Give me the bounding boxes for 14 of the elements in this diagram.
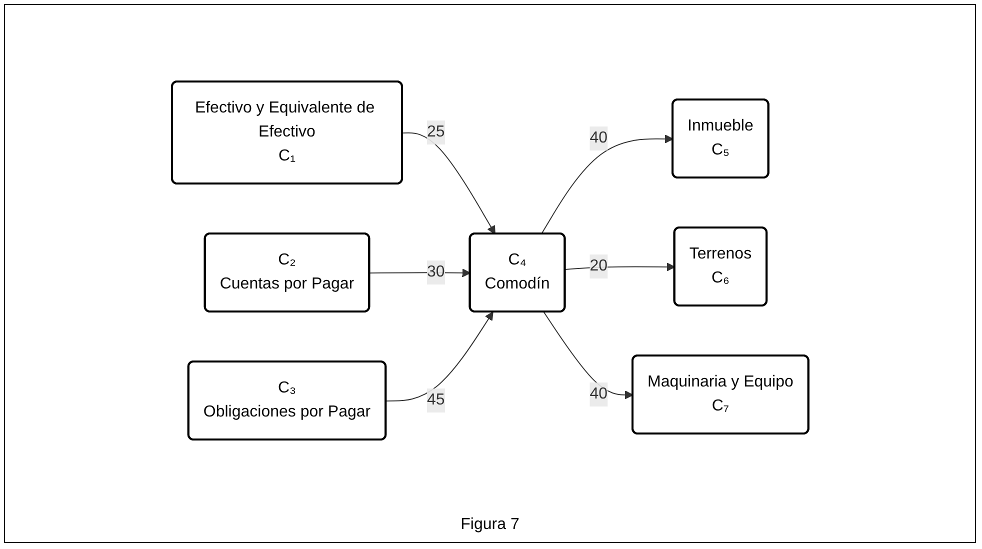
arrow	[543, 312, 634, 400]
figure-caption: Figura 7	[460, 516, 520, 534]
edge-label: 25	[426, 124, 445, 140]
edge-label: 40	[590, 386, 608, 402]
arrow	[402, 132, 496, 234]
arrow	[540, 134, 674, 234]
node-text: Efectivo y Equivalente de Efectivo C₁	[194, 100, 374, 164]
edge-label: 40	[590, 130, 608, 146]
arrow	[385, 312, 494, 402]
edge-label: 20	[590, 258, 608, 274]
arrow	[564, 262, 676, 272]
edge-label: 45	[426, 392, 445, 408]
edge-label: 30	[426, 264, 445, 280]
arrow	[368, 268, 470, 278]
